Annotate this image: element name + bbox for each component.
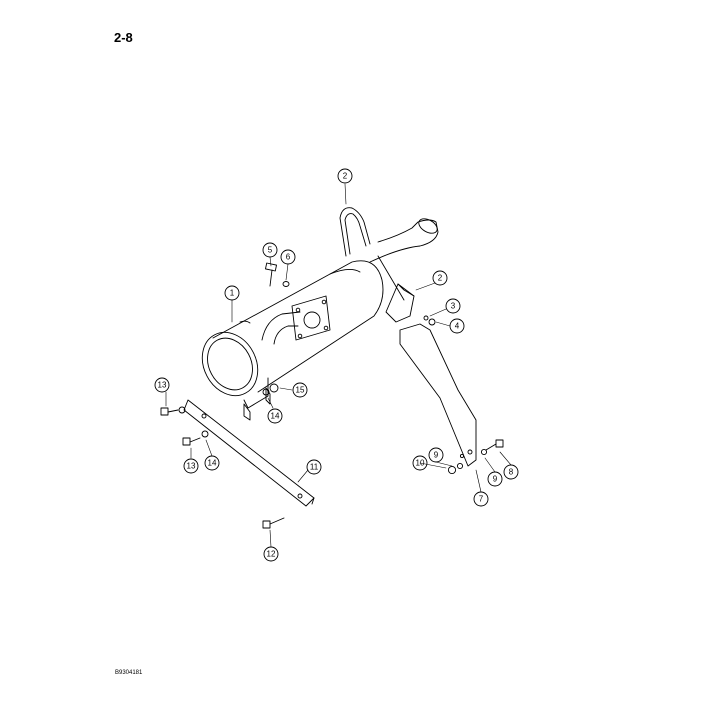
callout-8: 8 (509, 468, 514, 477)
callout-2-top-circle (337, 168, 353, 184)
callout-10-circle (412, 455, 428, 471)
u-bolt-clamp (339, 207, 405, 301)
callout-1: 1 (230, 289, 235, 298)
callout-15-circle (292, 382, 308, 398)
callout-4: 4 (455, 322, 460, 331)
callout-5: 5 (268, 246, 273, 255)
callout-14-right-circle (267, 408, 283, 424)
leader-lines (165, 183, 512, 548)
callout-11-circle (306, 459, 322, 475)
callout-6: 6 (286, 253, 291, 262)
callout-11: 11 (310, 463, 319, 472)
side-support (243, 387, 271, 421)
inlet-elbow (261, 295, 331, 345)
mounting-bracket (399, 323, 477, 467)
figure-id: B9304181 (115, 670, 143, 676)
callout-1-circle (224, 285, 240, 301)
callout-3-circle (445, 298, 461, 314)
callout-numbers: 2 1 2 3 4 5 6 7 8 9 9 10 11 12 13 13 14 … (158, 172, 514, 559)
muffler (201, 260, 384, 409)
callout-13-bottom-circle (183, 458, 199, 474)
callout-2-right: 2 (438, 274, 443, 283)
saddle-bracket (385, 283, 415, 323)
callout-2-right-circle (432, 270, 448, 286)
callout-10: 10 (416, 459, 425, 468)
callout-13-top: 13 (158, 381, 167, 390)
callout-14-left: 14 (208, 459, 217, 468)
callout-3: 3 (451, 302, 456, 311)
callout-12-circle (263, 546, 279, 562)
callout-9-right: 9 (493, 475, 498, 484)
callout-13-bottom: 13 (187, 462, 196, 471)
callout-14-right: 14 (271, 412, 280, 421)
callout-5-circle (262, 242, 278, 258)
callout-7-circle (473, 491, 489, 507)
callout-9-left-circle (428, 447, 444, 463)
outlet-pipe (369, 218, 439, 263)
callout-12: 12 (267, 550, 276, 559)
callout-2-top: 2 (343, 172, 348, 181)
callout-13-top-circle (154, 377, 170, 393)
page-number: 2-8 (114, 30, 133, 45)
callout-7: 7 (479, 495, 484, 504)
callout-circles (154, 168, 519, 562)
callout-8-circle (503, 464, 519, 480)
hardware (160, 262, 504, 529)
callout-15: 15 (296, 386, 305, 395)
callout-6-circle (280, 249, 296, 265)
callout-4-circle (449, 318, 465, 334)
callout-14-left-circle (204, 455, 220, 471)
callout-9-left: 9 (434, 451, 439, 460)
callout-9-right-circle (487, 471, 503, 487)
strap-bracket (183, 399, 315, 507)
